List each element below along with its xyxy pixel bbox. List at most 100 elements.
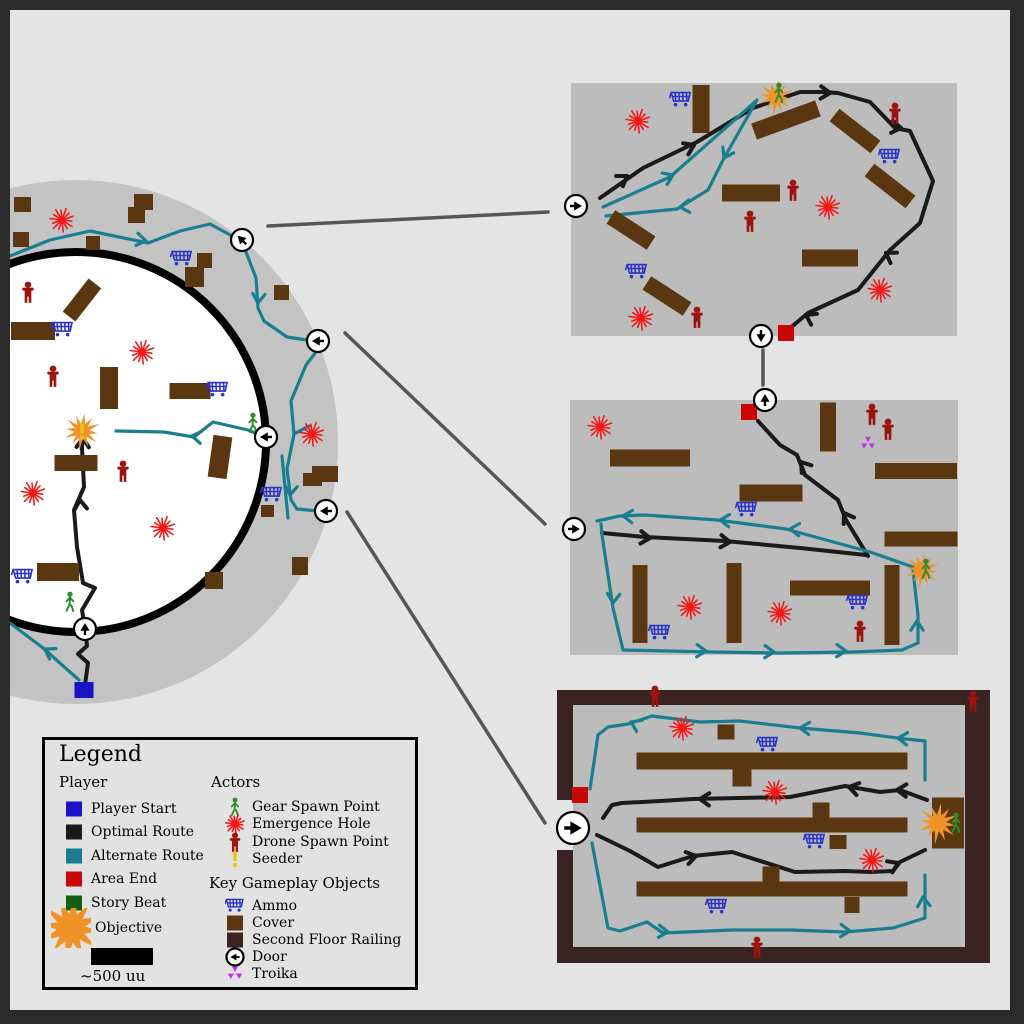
emergence-hole-icon	[859, 847, 885, 873]
legend-item-label: Emergence Hole	[252, 816, 371, 833]
cover-block	[62, 278, 102, 322]
alternate-route-path	[599, 522, 925, 660]
door-icon	[72, 616, 98, 642]
legend-item-alternate-route: Alternate Route	[64, 844, 204, 868]
legend-item-railing: Second Floor Railing	[225, 931, 401, 948]
legend-item-label: Troika	[252, 965, 298, 982]
legend-item-drone-spawn: Drone Spawn Point	[225, 832, 389, 852]
alternate-route-path	[601, 99, 758, 209]
legend-item-label: Objective	[95, 920, 163, 936]
legend-item-player-start: Player Start	[64, 797, 204, 821]
cover-block	[726, 563, 742, 643]
legend-item-label: Door	[252, 948, 287, 965]
objective-icon	[919, 803, 958, 845]
door-icon	[225, 946, 245, 967]
cover-block	[751, 100, 821, 140]
cover-block	[128, 207, 145, 223]
legend-item-label: Alternate Route	[91, 847, 204, 864]
emergence-hole-icon	[299, 421, 325, 447]
emergence-hole-icon	[815, 194, 841, 220]
optimal-route-path	[600, 529, 868, 557]
gear-spawn-icon	[230, 797, 239, 816]
legend-objects-header: Key Gameplay Objects	[209, 874, 381, 892]
emergence-hole-icon	[867, 277, 893, 303]
drone-spawn-icon	[47, 365, 59, 387]
cover-block	[802, 249, 858, 267]
emergence-hole-icon	[150, 515, 176, 541]
legend-item-troika: Troika	[225, 965, 401, 982]
objective-icon	[51, 908, 91, 948]
cover-block	[11, 322, 55, 340]
ammo-icon	[169, 250, 193, 266]
cover-block	[844, 897, 860, 913]
door-icon	[555, 810, 591, 846]
emergence-hole-icon	[129, 339, 155, 365]
cover-block	[636, 881, 908, 897]
drone-spawn-icon	[889, 102, 901, 124]
ammo-icon	[225, 898, 244, 912]
cover-block	[205, 572, 223, 589]
cover-block	[642, 276, 692, 316]
emergence-hole-icon	[587, 414, 613, 440]
ammo-icon	[624, 263, 648, 279]
legend-item-emergence-hole: Emergence Hole	[225, 814, 389, 835]
drone-spawn-icon	[882, 418, 894, 440]
optimal-route-icon	[66, 824, 82, 840]
gear-spawn-icon	[921, 558, 931, 580]
scale-bar	[91, 948, 153, 965]
cover-block	[692, 85, 710, 133]
door-icon	[229, 227, 255, 253]
cover-block	[292, 557, 308, 575]
seeder-icon	[232, 851, 238, 868]
legend-title: Legend	[59, 742, 142, 767]
emergence-hole-icon	[225, 814, 245, 835]
ammo-icon	[647, 624, 671, 640]
door-icon	[748, 323, 774, 349]
alternate-route-path	[10, 222, 243, 258]
cover-block	[100, 367, 118, 409]
optimal-route-path	[601, 781, 929, 820]
emergence-hole-icon	[767, 600, 793, 626]
ammo-icon	[225, 898, 244, 912]
drone-spawn-icon	[854, 620, 866, 642]
legend-item-gear-spawn: Gear Spawn Point	[225, 797, 389, 816]
legend-player-header: Player	[59, 773, 108, 791]
cover-block	[14, 197, 31, 212]
cover-block	[820, 402, 836, 452]
emergence-hole-icon	[628, 305, 654, 331]
gear-spawn-icon	[951, 812, 961, 834]
player-start-marker	[74, 682, 94, 698]
troika-icon	[227, 965, 243, 979]
drone-spawn-icon	[787, 179, 799, 201]
ammo-icon	[205, 381, 229, 397]
legend-item-objective: Objective	[51, 908, 162, 948]
cover-block	[790, 580, 870, 596]
story-beat-icon	[66, 895, 82, 911]
emergence-hole-icon	[677, 594, 703, 620]
detail-map-bottom	[555, 685, 990, 963]
cover-block	[864, 163, 916, 209]
objective-icon	[906, 553, 939, 589]
objective-icon	[51, 908, 91, 948]
connector-line	[266, 210, 550, 228]
legend-actors-header: Actors	[211, 773, 261, 791]
door-icon	[253, 424, 279, 450]
cover-block	[134, 194, 153, 210]
emergence-hole-icon	[49, 207, 75, 233]
cover-block	[169, 383, 211, 399]
legend-item-label: Gear Spawn Point	[252, 798, 380, 815]
connector-line	[343, 331, 547, 526]
legend-item-label: Ammo	[252, 897, 298, 914]
legend-item-label: Cover	[252, 914, 295, 931]
door-icon	[305, 328, 331, 354]
alternate-route-path	[10, 621, 81, 682]
cover-block	[884, 531, 958, 547]
drone-spawn-icon	[229, 832, 241, 852]
scale-label: ~500 uu	[80, 967, 146, 985]
legend-item-ammo: Ammo	[225, 897, 401, 914]
seeder-icon	[79, 423, 85, 440]
legend-box: Legend Player Actors Key Gameplay Object…	[42, 737, 418, 990]
seeder-icon	[232, 851, 238, 868]
